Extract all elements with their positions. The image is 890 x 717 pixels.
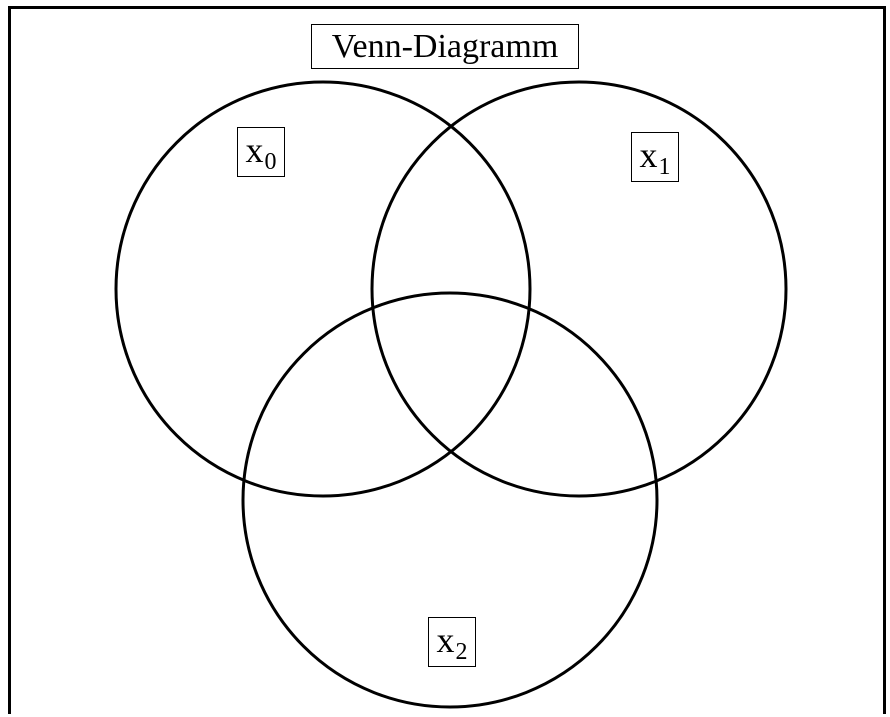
diagram-frame (8, 6, 886, 714)
circle-x2 (241, 291, 659, 709)
circle-x1 (370, 80, 788, 498)
set-label-x1-base: x (639, 135, 658, 175)
set-label-x0-subscript: 0 (264, 149, 277, 175)
circle-x0 (114, 80, 532, 498)
diagram-title: Venn-Diagramm (311, 24, 579, 69)
set-label-x2-subscript: 2 (455, 639, 468, 665)
set-label-x2-base: x (436, 620, 455, 660)
diagram-title-text: Venn-Diagramm (331, 27, 559, 65)
set-label-x0-base: x (245, 130, 264, 170)
set-label-x1-subscript: 1 (658, 154, 671, 180)
